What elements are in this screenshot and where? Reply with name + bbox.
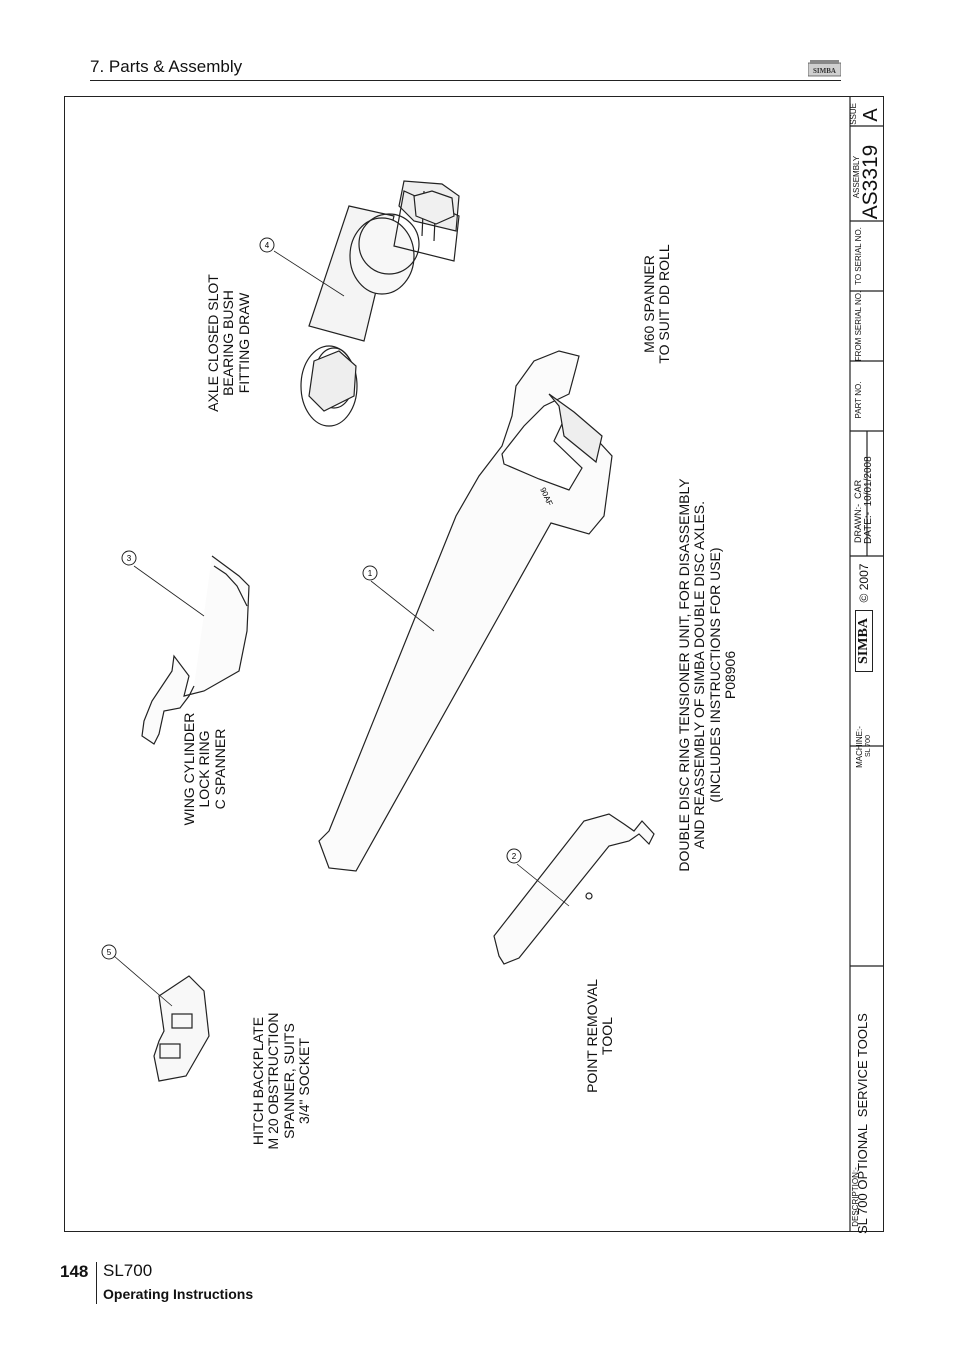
tb-assembly-value: AS3319 [859,144,882,220]
drawing-frame [64,96,884,1232]
c-spanner-tool [141,555,250,745]
header-rule [90,80,841,81]
tb-date: DATE:- 10/01/2008 [863,456,874,544]
page-number: 148 [60,1262,89,1281]
label-m60-spanner: M60 SPANNER TO SUIT DD ROLL [641,244,673,364]
balloon-2: 2 [506,848,522,864]
simba-logo: SIMBA [808,60,841,77]
tb-copyright: © 2007 [857,563,871,603]
label-hitch-spanner: HITCH BACKPLATE M 20 OBSTRUCTION SPANNER… [250,1012,313,1150]
tb-description-value: SL 700 OPTIONAL SERVICE TOOLS [855,1013,870,1234]
tb-from-serial-label: FROM SERIAL NO. [854,290,863,362]
tb-simba-brand: SIMBA [855,610,873,672]
tb-to-serial-label: TO SERIAL NO. [854,227,863,285]
section-title: 7. Parts & Assembly [90,57,243,76]
footer-subtitle: Operating Instructions [103,1286,254,1302]
leader-lines [113,250,570,1007]
label-c-spanner: WING CYLINDER LOCK RING C SPANNER [181,712,228,826]
hitch-spanner-tool [153,975,210,1082]
label-main-description: DOUBLE DISC RING TENSIONER UNIT, FOR DIS… [676,478,739,872]
balloon-1-label: 1 [368,569,373,578]
model-name: SL700 [103,1261,153,1280]
m60-spanner-tool [318,350,613,872]
title-block [849,96,884,1232]
tool-drawing: 4 1 3 2 5 90AF [101,96,884,1232]
footer-rule [96,1262,97,1304]
balloon-2-label: 2 [512,852,517,861]
axle-bush-tool [300,180,460,427]
label-axle-draw: AXLE CLOSED SLOT BEARING BUSH FITTING DR… [205,274,252,412]
tb-part-no-label: PART NO. [854,381,863,419]
balloon-5: 5 [101,944,117,960]
balloon-4: 4 [259,237,275,253]
point-removal-tool [493,813,655,965]
label-point-tool: POINT REMOVAL TOOL [584,979,616,1093]
balloon-5-label: 5 [107,948,112,957]
balloon-4-label: 4 [265,241,270,250]
tb-machine-value: SL 700 [865,735,872,757]
logo-text: SIMBA [813,67,836,75]
tb-issue-value: A [860,108,882,122]
balloon-3-label: 3 [127,554,132,563]
balloon-1: 1 [362,565,378,581]
tb-issue-label: ISSUE [849,103,858,128]
balloon-group: 4 1 3 2 5 [101,237,522,960]
balloon-3: 3 [121,550,137,566]
